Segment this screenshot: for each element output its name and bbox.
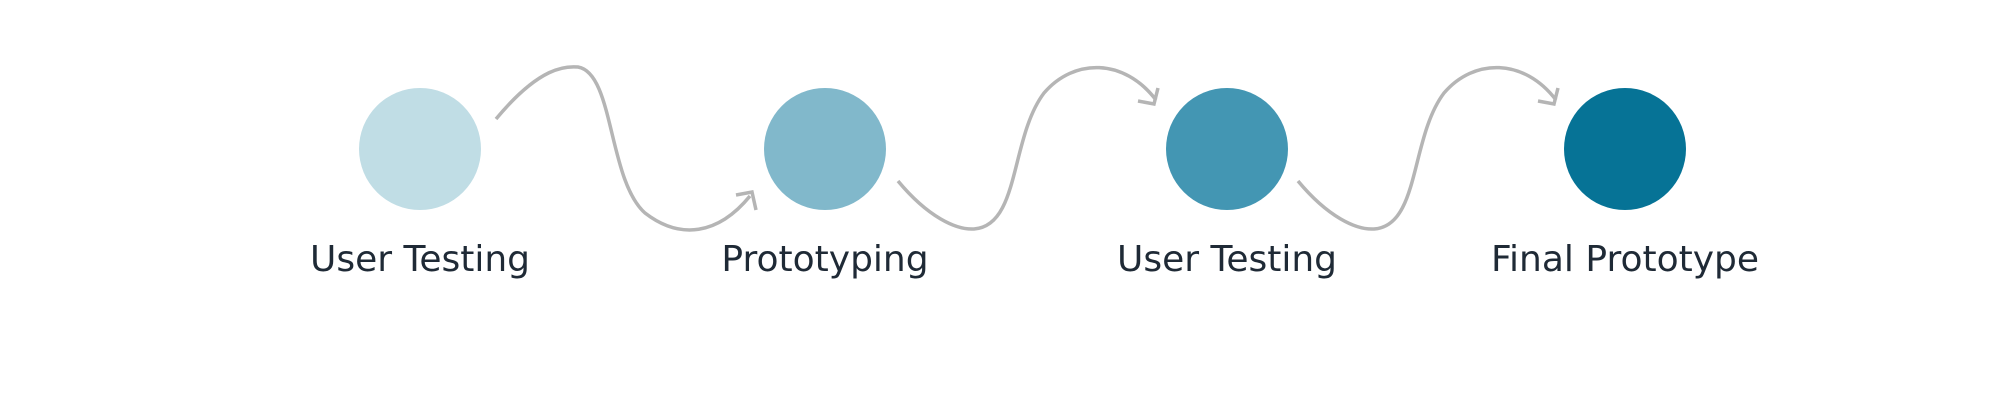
stage-4-circle xyxy=(1564,88,1686,210)
stage-2-circle xyxy=(764,88,886,210)
connector-curve-2 xyxy=(896,65,1158,231)
connector-arrow-1 xyxy=(494,65,758,232)
connector-curve-3 xyxy=(1296,65,1558,231)
connector-curve-1 xyxy=(494,65,752,232)
stage-1-circle xyxy=(359,88,481,210)
connector-arrow-3 xyxy=(1296,65,1560,231)
stage-3-circle xyxy=(1166,88,1288,210)
stage-3-label: User Testing xyxy=(1116,239,1338,280)
stage-1-label: User Testing xyxy=(309,239,531,280)
connector-arrowhead-1 xyxy=(735,189,758,211)
stage-4-label: Final Prototype xyxy=(1490,239,1760,280)
connector-arrow-2 xyxy=(896,65,1160,231)
connector-arrowhead-3 xyxy=(1537,87,1560,107)
stage-2-label: Prototyping xyxy=(721,239,929,280)
connector-arrowhead-2 xyxy=(1137,87,1160,107)
